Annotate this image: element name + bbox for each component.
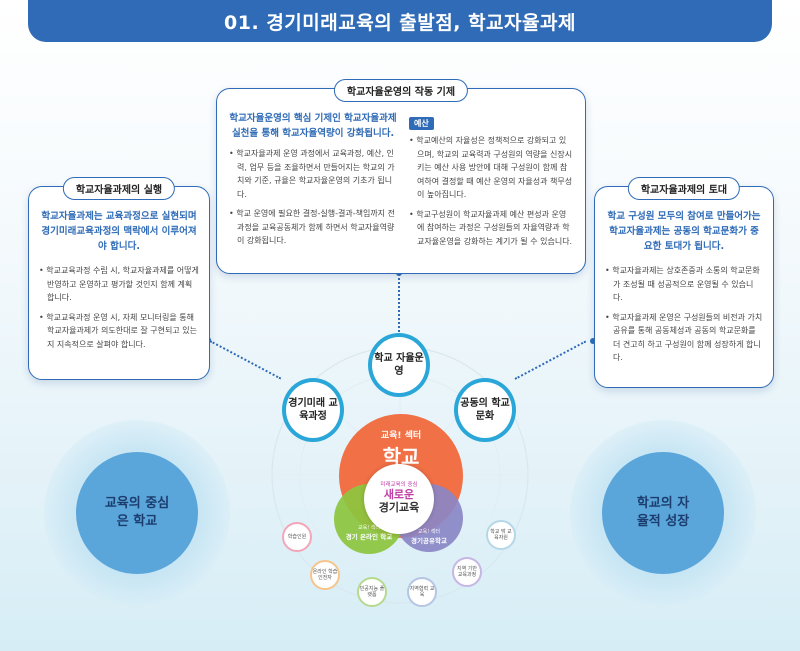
inner-main-1: 새로운 bbox=[383, 488, 415, 501]
side-circle-left: 교육의 중심은 학교 bbox=[44, 420, 230, 606]
side-circle-left-label: 교육의 중심은 학교 bbox=[104, 496, 170, 529]
card-execution-lead: 학교자율과제는 교육과정으로 실현되며 경기미래교육과정의 맥락에서 이루어져야… bbox=[41, 211, 197, 252]
inner-main-2: 경기교육 bbox=[378, 501, 420, 514]
card-execution-title: 학교자율과제의 실행 bbox=[62, 177, 176, 200]
side-circle-right-label: 학교의 자율적 성장 bbox=[636, 496, 690, 529]
card-execution-bullet-1: 학교교육과정 수립 시, 학교자율과제를 어떻게 반영하고 운영하고 평가할 것… bbox=[39, 264, 199, 305]
card-foundation: 학교자율과제의 토대 학교 구성원 모두의 참여로 만들어가는 학교자율과제는 … bbox=[594, 177, 774, 388]
card-operation-mechanism-bullet-1: 학교자율과제 운영 과정에서 교육과정, 예산, 인력, 업무 등을 조율하면서… bbox=[229, 147, 397, 201]
card-operation-mechanism-title: 학교자율운영의 작동 기제 bbox=[333, 79, 469, 102]
card-operation-mechanism-bullet-2: 학교 운영에 필요한 결정-실행-결과-책임까지 전 과정을 교육공동체가 함께… bbox=[229, 207, 397, 248]
card-operation-mechanism: 학교자율운영의 작동 기제 학교자율운영의 핵심 기제인 학교자율과제 실천을 … bbox=[216, 79, 586, 274]
purple-small: 교육! 섹터 bbox=[418, 529, 440, 535]
page-title: 01. 경기미래교육의 출발점, 학교자율과제 bbox=[28, 0, 772, 42]
small-node-1: 학습인원 bbox=[282, 522, 312, 552]
card-execution: 학교자율과제의 실행 학교자율과제는 교육과정으로 실현되며 경기미래교육과정의… bbox=[28, 177, 210, 380]
card-operation-mechanism-budget-bullet-1: 학교예산의 자율성은 정책적으로 강화되고 있으며, 학교의 교육력과 구성원의… bbox=[409, 134, 573, 202]
green-small: 교육! 섹터 bbox=[358, 525, 380, 531]
inner-sub: 미래교육의 중심 bbox=[380, 482, 418, 488]
card-foundation-lead: 학교 구성원 모두의 참여로 만들어가는 학교자율과제는 공동의 학교문화가 중… bbox=[607, 211, 761, 252]
node-school-culture: 공동의 학교문화 bbox=[454, 378, 516, 442]
small-node-5: 지역 기반 교육과정 bbox=[452, 557, 482, 587]
small-node-2: 온라인 학습인전자 bbox=[310, 560, 340, 590]
small-node-4: 지역협력 교육 bbox=[407, 577, 437, 607]
orange-sub: 교육! 섹터 bbox=[380, 431, 422, 441]
green-label: 경기 온라인 학교 bbox=[345, 533, 393, 541]
card-operation-mechanism-lead: 학교자율운영의 핵심 기제인 학교자율과제 실천을 통해 학교자율역량이 강화됩… bbox=[229, 113, 397, 139]
purple-label: 경기공유학교 bbox=[411, 537, 447, 545]
node-school-autonomy: 학교 자율운영 bbox=[368, 333, 430, 397]
small-node-3: 민공지능 플랫폼 bbox=[357, 577, 387, 607]
card-execution-bullet-2: 학교교육과정 운영 시, 자체 모니터링을 통해 학교자율과제가 의도한대로 잘… bbox=[39, 311, 199, 352]
side-circle-right: 학교의 자율적 성장 bbox=[570, 420, 756, 606]
small-node-6: 학교 밖 교육자원 bbox=[486, 520, 516, 550]
budget-tag: 예산 bbox=[409, 117, 434, 130]
card-foundation-bullet-1: 학교자율과제는 상호존중과 소통의 학교문화가 조성될 때 성공적으로 운영될 … bbox=[605, 264, 763, 305]
connector-right-dot bbox=[590, 338, 596, 344]
inner-circle: 미래교육의 중심 새로운 경기교육 bbox=[364, 464, 434, 534]
node-future-curriculum: 경기미래 교육과정 bbox=[282, 378, 344, 442]
card-operation-mechanism-budget-bullet-2: 학교구성원이 학교자율과제 예산 편성과 운영에 참여하는 과정은 구성원들의 … bbox=[409, 208, 573, 249]
card-foundation-bullet-2: 학교자율과제 운영은 구성원들의 비전과 가치 공유를 통해 공동체성과 공동의… bbox=[605, 311, 763, 365]
connector-top bbox=[398, 274, 400, 336]
card-foundation-title: 학교자율과제의 토대 bbox=[627, 177, 741, 200]
